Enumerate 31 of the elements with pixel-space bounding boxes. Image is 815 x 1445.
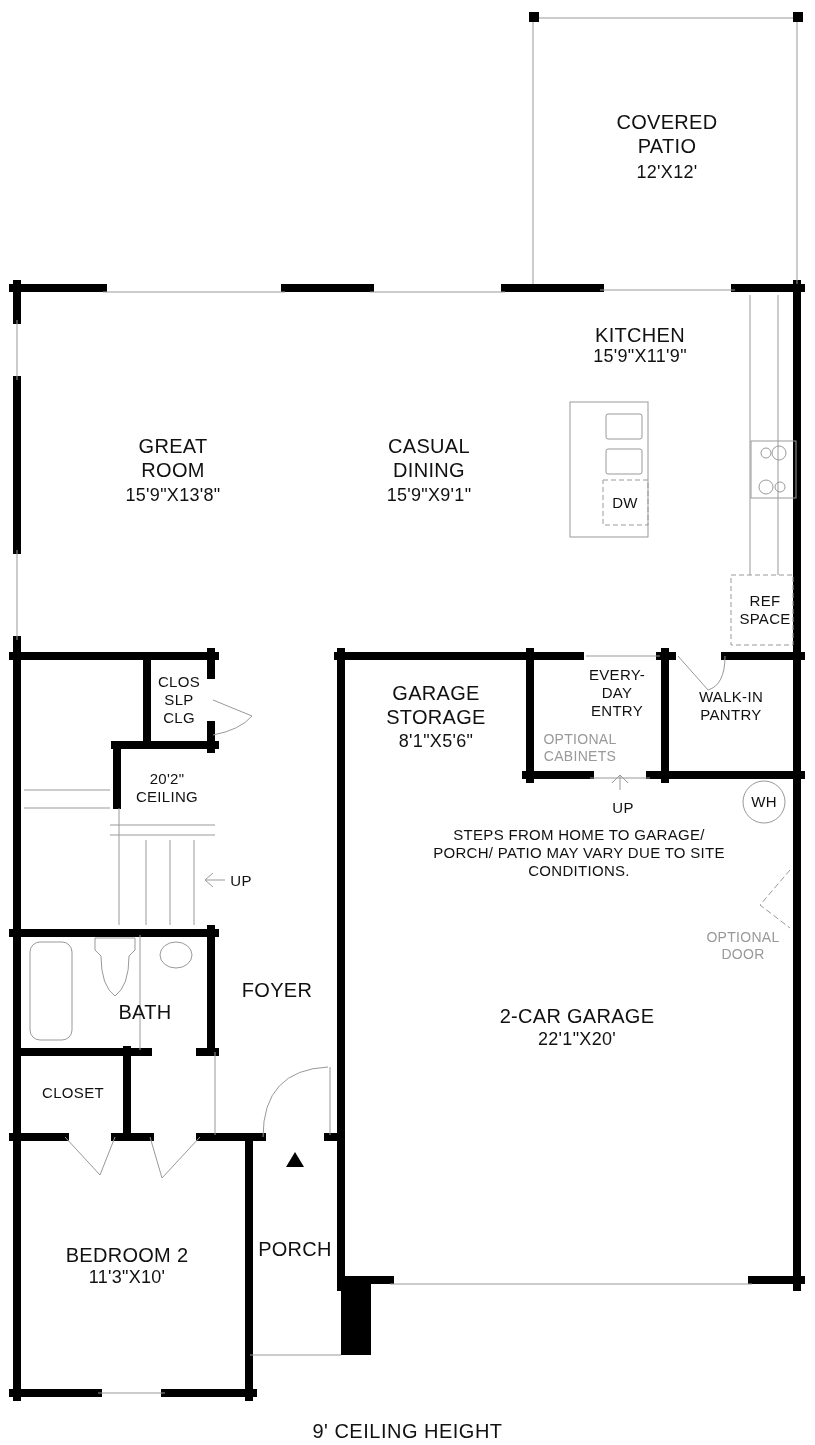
- room-label: 20'2" CEILING: [134, 770, 200, 806]
- dimension-label: 8'1"X5'6": [397, 731, 475, 753]
- caption: 9' CEILING HEIGHT: [311, 1420, 504, 1443]
- room-label: WALK-IN PANTRY: [697, 688, 765, 724]
- room-label: COVERED PATIO: [615, 110, 719, 158]
- direction-label: UP: [229, 872, 253, 890]
- dimension-label: 22'1"X20': [537, 1029, 617, 1051]
- optional-feature-label: OPTIONAL CABINETS: [542, 731, 618, 765]
- room-label: 2-CAR GARAGE: [498, 1004, 656, 1028]
- room-label: BEDROOM 2: [64, 1243, 190, 1267]
- dimension-label: 11'3"X10': [87, 1267, 167, 1289]
- room-label: GARAGE STORAGE: [385, 681, 487, 729]
- dimension-label: 12'X12': [635, 162, 699, 184]
- room-label: PORCH: [257, 1237, 333, 1261]
- room-label: REF SPACE: [738, 592, 792, 628]
- room-label: BATH: [117, 1000, 173, 1024]
- appliance-label: WH: [750, 793, 778, 811]
- optional-feature-label: OPTIONAL DOOR: [705, 929, 781, 963]
- room-label: GREAT ROOM: [137, 434, 209, 482]
- room-label: KITCHEN: [594, 323, 686, 347]
- dimension-label: 15'9"X9'1": [385, 485, 473, 507]
- appliance-label: DW: [611, 494, 639, 512]
- room-label: EVERY-DAY ENTRY: [588, 666, 646, 720]
- room-label: CLOSET: [41, 1084, 105, 1102]
- note-text: STEPS FROM HOME TO GARAGE/ PORCH/ PATIO MAY VARY DUE TO SITE CONDITIONS.: [432, 826, 726, 880]
- room-label: CLOS SLP CLG: [156, 673, 202, 727]
- room-label: CASUAL DINING: [387, 434, 471, 482]
- room-label: FOYER: [240, 978, 314, 1002]
- direction-label: UP: [611, 799, 635, 817]
- dimension-label: 15'9"X13'8": [124, 485, 222, 507]
- dimension-label: 15'9"X11'9": [592, 346, 688, 368]
